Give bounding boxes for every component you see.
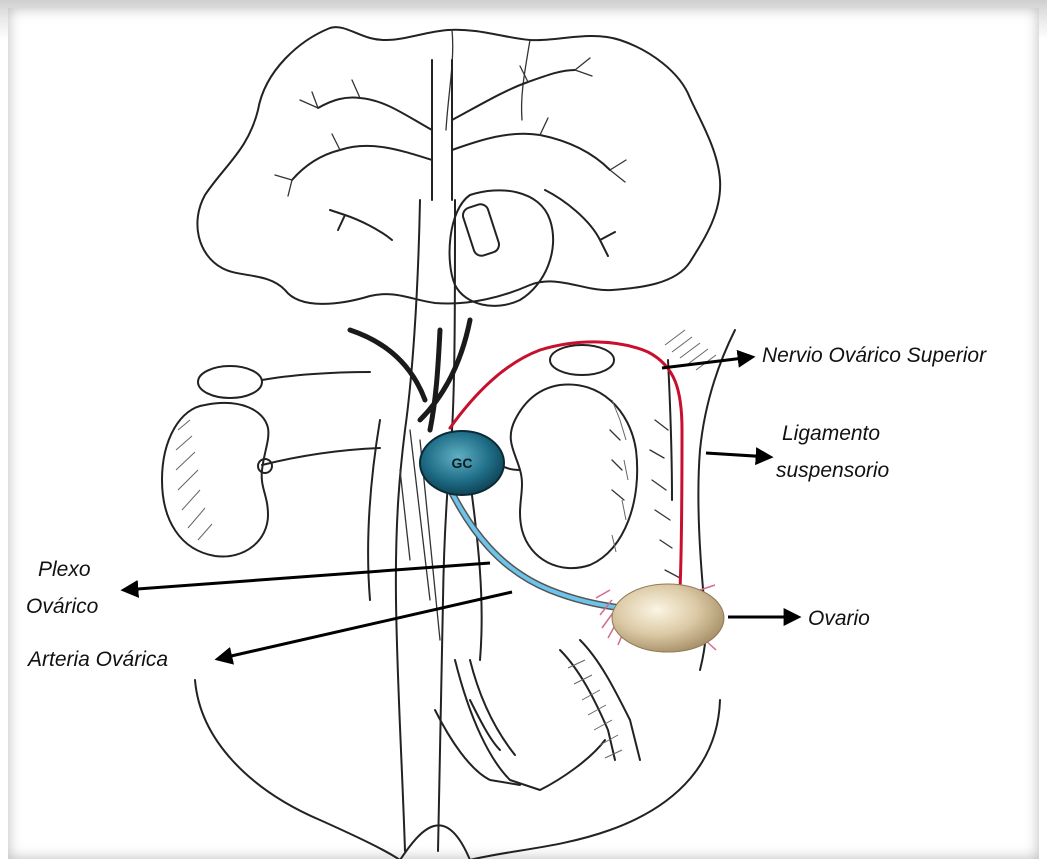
labels: Nervio Ovárico Superior Ligamento suspen… [26,344,987,671]
diagram-canvas: GC Nervio Ovárico Superior Ligamento s [8,8,1039,859]
label-nervio-ovarico-superior: Nervio Ovárico Superior [762,344,987,367]
label-arteria-ovarica: Arteria Ovárica [26,648,168,671]
arrow-arteria [218,592,512,659]
arrow-ligamento [706,453,770,457]
anatomy-diagram: GC Nervio Ovárico Superior Ligamento s [8,8,1039,859]
pelvic-outline [195,640,720,859]
liver [197,27,720,304]
label-ligamento-line2: suspensorio [776,459,890,482]
celiac-ganglion: GC [420,431,504,495]
label-ligamento-line1: Ligamento [782,422,880,445]
ovary [596,584,724,652]
stomach [450,190,554,306]
label-ovario: Ovario [808,607,870,630]
label-plexo-line2: Ovárico [26,595,99,618]
label-plexo-line1: Plexo [38,558,91,581]
ovarian-artery [448,485,622,608]
gc-label: GC [452,455,473,471]
right-kidney [500,345,637,568]
left-kidney [162,366,380,557]
arrow-nervio [662,357,752,368]
